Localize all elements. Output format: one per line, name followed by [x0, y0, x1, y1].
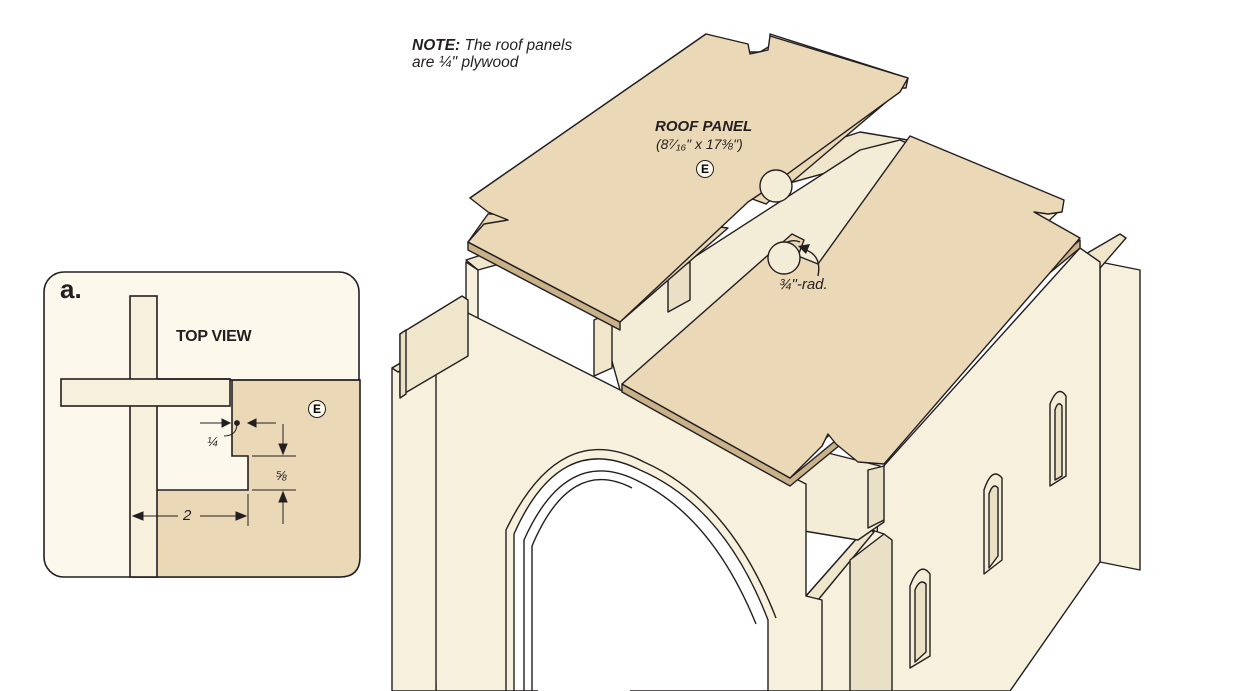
- roof-back-cutout: [759, 169, 793, 203]
- roof-panel-dimensions: (8⁷⁄₁₆" x 17⅜"): [656, 136, 743, 152]
- back-right-wall: [1099, 261, 1141, 571]
- note-text-2: are ¼" plywood: [412, 54, 519, 71]
- wall-window: [1054, 403, 1063, 481]
- arch-trim-outer: [505, 448, 777, 691]
- inset-rail-horizontal: [60, 378, 231, 407]
- arch-trim-inner: [523, 470, 757, 691]
- dim-quarter: ¼: [207, 434, 218, 449]
- inset-plywood-area: [132, 379, 361, 578]
- dim-five-eighths: ⅝: [276, 468, 287, 483]
- part-letter-badge: E: [696, 160, 714, 178]
- arch-shadow: [538, 490, 630, 691]
- roof-right-cutout: [767, 241, 801, 275]
- dim-two: 2: [183, 507, 192, 524]
- top-view-title: TOP VIEW: [176, 328, 252, 345]
- plywood-note: NOTE: The roof panels are ¼" plywood: [412, 37, 572, 71]
- corner-notch-post: [867, 465, 885, 529]
- left-rail-face: [399, 329, 407, 399]
- radius-callout: ¾"-rad.: [779, 276, 828, 293]
- top-view-inset: [43, 271, 361, 578]
- note-lead: NOTE:: [412, 37, 461, 54]
- note-text-1: The roof panels: [464, 37, 573, 54]
- arch-trim-inner2: [531, 479, 633, 691]
- wall-window: [914, 581, 927, 663]
- wall-window: [988, 485, 999, 569]
- roof-panel-back-main: [467, 33, 909, 323]
- roof-panel-title: ROOF PANEL: [655, 118, 753, 135]
- left-corner-post: [391, 345, 437, 691]
- inset-post-vertical: [129, 295, 158, 578]
- inset-part-letter-badge: E: [308, 400, 326, 418]
- inset-letter: a.: [60, 274, 82, 304]
- front-corner-post-side: [849, 533, 893, 691]
